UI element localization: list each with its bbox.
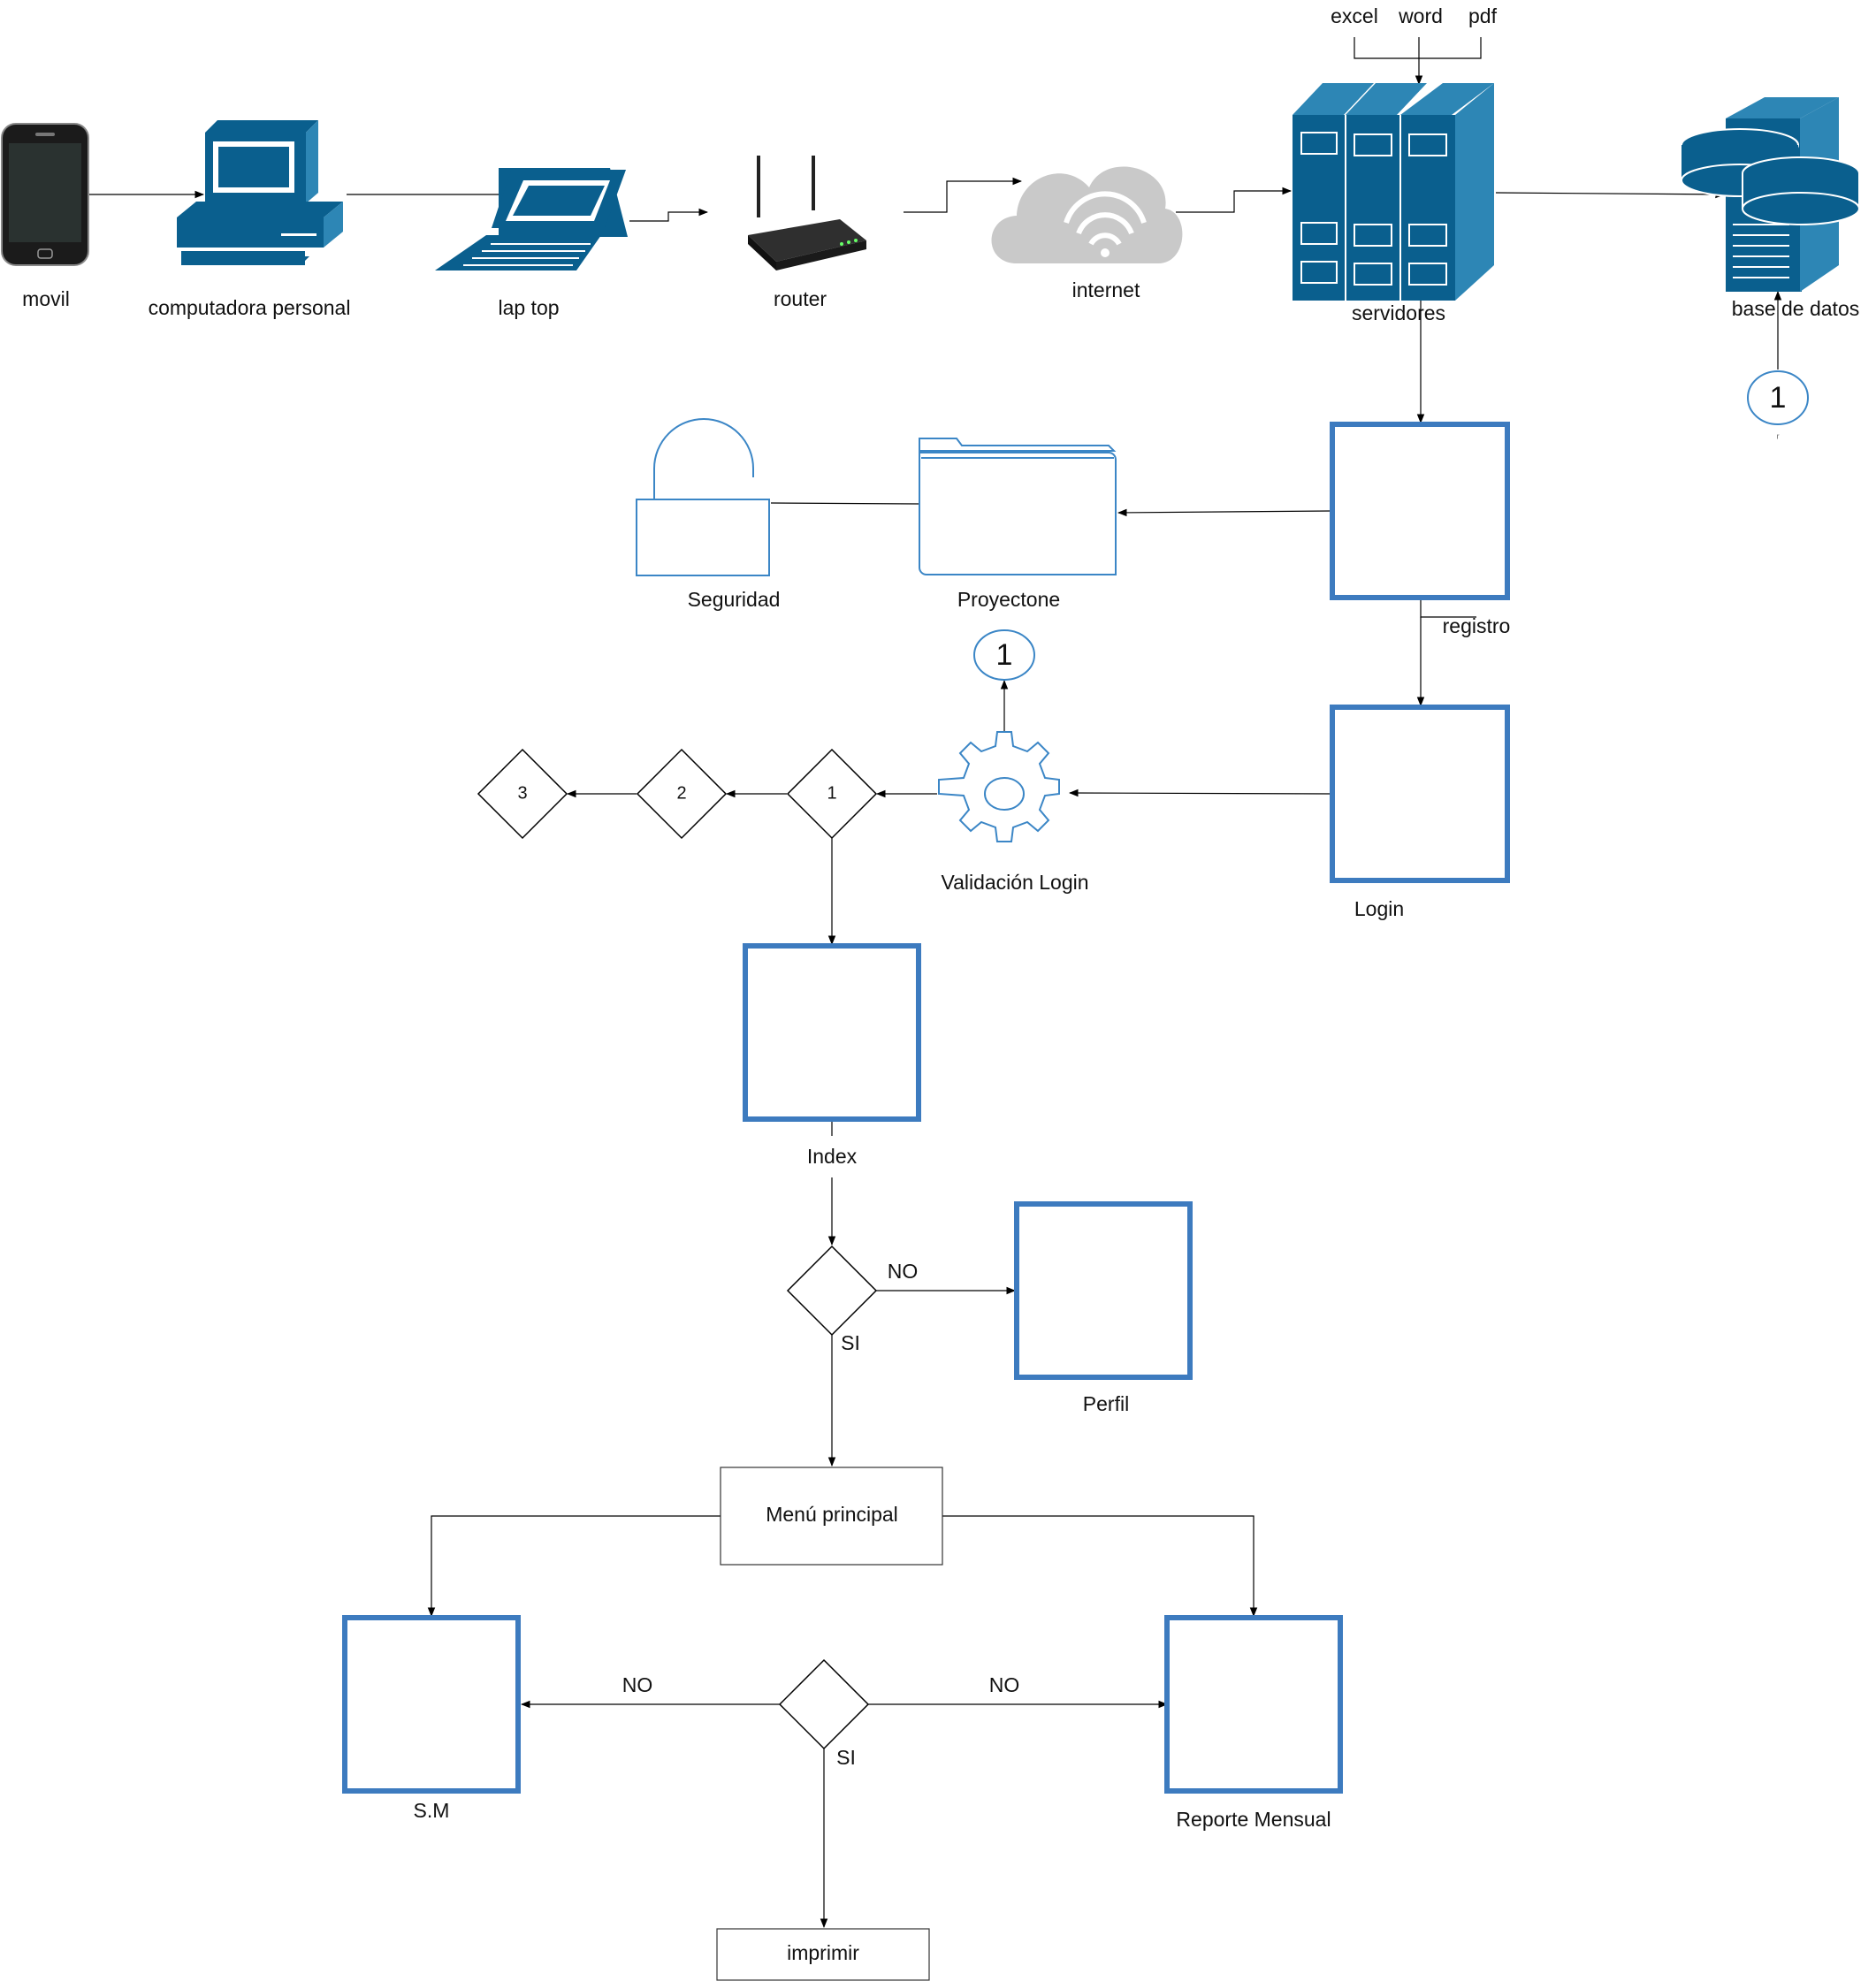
- label-seguridad: Seguridad: [688, 588, 781, 611]
- database-server-icon: [1681, 97, 1860, 292]
- edge-internet-servers: [1176, 187, 1293, 213]
- screen-login[interactable]: [1330, 705, 1510, 883]
- label-index: Index: [807, 1145, 858, 1168]
- edge-router-internet: [904, 177, 1023, 213]
- label-perfil: Perfil: [1083, 1392, 1129, 1415]
- branch-no-sm: NO: [622, 1673, 653, 1696]
- branch-no-reporte: NO: [989, 1673, 1020, 1696]
- decision-1[interactable]: 1: [786, 748, 878, 840]
- label-internet: internet: [1072, 278, 1140, 301]
- format-excel: excel: [1331, 4, 1378, 27]
- label-movil: movil: [22, 287, 70, 310]
- edge-formats-servers: [1354, 37, 1482, 84]
- decision-3[interactable]: 3: [477, 748, 568, 840]
- edge-servers-db: [1495, 190, 1726, 199]
- cloud-icon: [991, 166, 1183, 263]
- label-router: router: [774, 287, 827, 310]
- format-labels: excel word pdf: [1331, 4, 1497, 27]
- laptop-icon: [435, 168, 628, 270]
- edge-proyectone-seguridad: [770, 502, 920, 505]
- padlock-icon: [636, 418, 770, 576]
- label-registro: registro: [1443, 614, 1511, 637]
- menu-principal-label: Menú principal: [766, 1503, 898, 1526]
- branch-si-imprimir: SI: [836, 1746, 856, 1769]
- label-reporte: Reporte Mensual: [1176, 1808, 1331, 1831]
- label-proyectone: Proyectone: [957, 588, 1060, 611]
- label-sm: S.M: [414, 1799, 450, 1822]
- screen-sm[interactable]: [342, 1615, 521, 1794]
- decision-2-label: 2: [676, 783, 686, 803]
- imprimir-box[interactable]: imprimir: [716, 1928, 930, 1981]
- desktop-computer-icon: [177, 120, 343, 265]
- format-word: word: [1398, 4, 1443, 27]
- label-computadora: computadora personal: [149, 296, 351, 319]
- edge-screen-proyectone: [1117, 508, 1333, 517]
- connector-1-validacion-label: 1: [996, 638, 1013, 672]
- decision-1-label: 1: [827, 783, 836, 803]
- servers-icon: [1293, 83, 1494, 301]
- edge-login-validacion: [1068, 789, 1333, 797]
- decision-menu[interactable]: [778, 1658, 870, 1750]
- branch-no-perfil: NO: [888, 1260, 919, 1283]
- connector-1-validacion: 1: [973, 629, 1035, 681]
- decision-index[interactable]: [786, 1245, 878, 1337]
- decision-3-label: 3: [517, 783, 527, 803]
- folder-icon: [919, 438, 1117, 575]
- gear-icon: [938, 731, 1060, 842]
- connectors: [88, 37, 1782, 1929]
- screen-main[interactable]: [1330, 422, 1510, 600]
- decision-2[interactable]: 2: [636, 748, 728, 840]
- connector-1-label: 1: [1770, 381, 1787, 415]
- screen-perfil[interactable]: [1014, 1201, 1193, 1380]
- label-servidores: servidores: [1352, 301, 1445, 324]
- edge-menu-reporte: [942, 1515, 1258, 1618]
- label-laptop: lap top: [498, 296, 559, 319]
- label-base-datos: base de datos: [1732, 297, 1860, 320]
- branch-si-menu: SI: [841, 1331, 860, 1354]
- format-pdf: pdf: [1468, 4, 1498, 27]
- edge-menu-sm: [427, 1515, 721, 1618]
- phone-icon: [1, 123, 89, 266]
- connector-small-label: r: [1777, 431, 1780, 440]
- screen-reporte[interactable]: [1164, 1615, 1343, 1794]
- menu-principal-box[interactable]: Menú principal: [720, 1467, 943, 1566]
- label-login: Login: [1354, 897, 1404, 920]
- label-validacion: Validación Login: [941, 871, 1088, 894]
- edge-laptop-router: [629, 208, 709, 222]
- connector-1-db: 1 r: [1747, 370, 1809, 440]
- router-icon: [748, 156, 866, 270]
- screen-index[interactable]: [743, 943, 921, 1122]
- imprimir-label: imprimir: [787, 1941, 859, 1964]
